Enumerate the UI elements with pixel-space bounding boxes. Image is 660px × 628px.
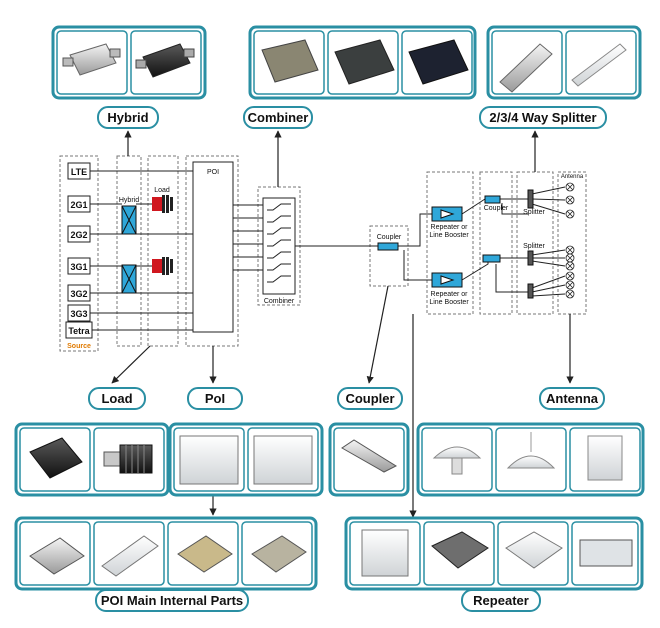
source-tetra: Tetra [68,326,90,336]
coupler-photo-group [328,422,410,497]
svg-text:Coupler: Coupler [377,234,402,241]
heading-hybrid: Hybrid [97,106,159,129]
poi-part-photo-3 [177,535,233,573]
source-3g3: 3G3 [70,309,87,319]
antenna-label: Antenna [561,174,584,180]
repeater-photo-2 [431,531,489,569]
svg-text:Coupler: Coupler [484,205,509,212]
source-lte: LTE [71,167,87,177]
load-components: Load [152,187,173,275]
heading-antenna: Antenna [539,387,605,410]
combiner-label: Combiner [264,298,295,305]
repeater-bottom: Repeater or Line Booster [429,272,469,306]
source-2g2: 2G2 [70,230,87,240]
heading-load: Load [88,387,146,410]
hybrid-coupler-black-photo [135,43,195,78]
combiner-photo-2 [334,39,395,85]
svg-text:Repeater: Repeater [473,593,529,608]
arrows [111,130,574,518]
svg-text:Repeater or: Repeater or [431,224,469,231]
source-3g2: 3G2 [70,289,87,299]
schematic [59,155,587,352]
poi-part-photo-4 [251,535,307,573]
combiner-photo-3 [408,39,469,85]
hybrid-photo-group [51,25,207,100]
heading-coupler: Coupler [337,387,403,410]
coupler-photo [341,439,398,473]
svg-text:POI Main Internal Parts: POI Main Internal Parts [101,593,243,608]
combiner-photo-1 [261,39,319,83]
main-coupler: Coupler [377,234,402,251]
svg-text:Line Booster: Line Booster [429,299,469,306]
heading-repeater: Repeater [461,589,541,612]
repeater-photo-3 [505,531,563,569]
hybrid-components: Hybrid [119,197,139,294]
antenna-photo-group [416,422,645,497]
load-photo-1 [29,437,83,479]
load-label: Load [154,187,170,194]
svg-text:Splitter: Splitter [523,243,545,250]
splitter-components: Splitter Splitter [523,189,546,299]
hybrid-coupler-silver-photo [62,43,121,76]
repeater-photo-1 [361,529,409,577]
repeater-photo-group [344,516,644,591]
heading-splitter: 2/3/4 Way Splitter [479,106,607,129]
svg-text:Combiner: Combiner [248,110,309,125]
svg-text:Load: Load [101,391,132,406]
repeater-top: Repeater or Line Booster [429,206,469,239]
svg-text:2/3/4 Way Splitter: 2/3/4 Way Splitter [489,110,596,125]
source-3g1: 3G1 [70,262,87,272]
svg-text:Repeater or: Repeater or [431,291,469,298]
heading-poi-parts: POI Main Internal Parts [95,589,249,612]
poi-part-photo-1 [29,537,85,575]
source-column: LTE 2G1 2G2 3G1 3G2 3G3 Tetra Source [65,162,93,350]
poi-label: POI [207,169,219,176]
svg-text:Antenna: Antenna [546,391,599,406]
load-photo-group [14,422,170,497]
heading-combiner: Combiner [243,106,313,129]
antenna-photo-2 [506,432,556,469]
poi-photo-group [168,422,324,497]
poi-photo-1 [179,435,239,485]
svg-text:Splitter: Splitter [523,209,545,216]
svg-text:Coupler: Coupler [345,391,394,406]
repeater-photo-4 [579,539,633,567]
splitter-photo-group [486,25,642,100]
splitter-photo-1 [499,43,553,93]
svg-text:Line Booster: Line Booster [429,232,469,239]
load-photo-2 [103,444,153,474]
right-coupler: Coupler [482,195,509,263]
poi-photo-2 [253,435,313,485]
hybrid-label: Hybrid [119,197,139,204]
source-caption: Source [67,343,91,350]
heading-poi: PoI [187,387,243,410]
antenna-symbols: Antenna [561,174,584,299]
splitter-photo-2 [571,43,627,87]
combiner-photo-group [248,25,477,100]
antenna-photo-1 [432,446,482,475]
poi-parts-photo-group [14,516,318,591]
svg-text:Hybrid: Hybrid [107,110,148,125]
source-2g1: 2G1 [70,200,87,210]
poi-part-photo-2 [101,535,159,577]
svg-text:PoI: PoI [205,391,225,406]
antenna-photo-3 [587,435,623,481]
